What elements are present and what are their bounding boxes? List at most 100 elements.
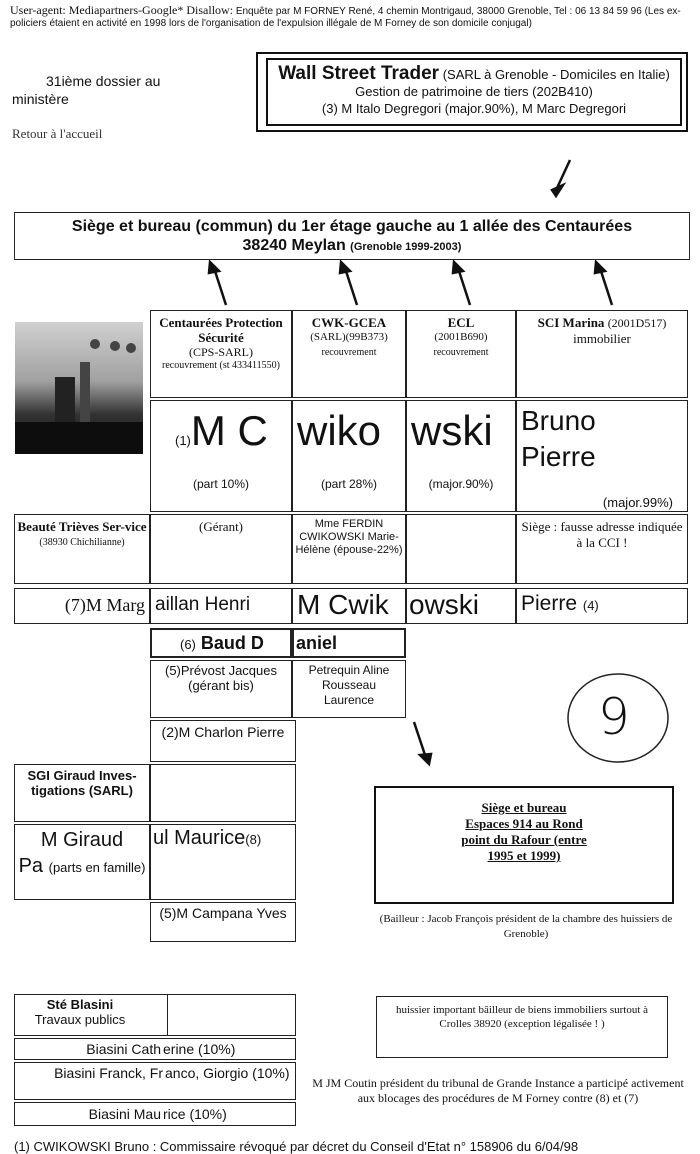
marg-text: Pierre (521, 592, 578, 615)
bailleur-text: (Bailleur : Jacob François président de … (379, 913, 673, 940)
wst-title: Wall Street Trader (278, 63, 440, 84)
espaces-text: Siège et bureau Espaces 914 au Rond poin… (461, 800, 587, 863)
arrow-head-icon (338, 259, 353, 275)
beaute-sub: (38930 Chichilianne) (39, 537, 125, 548)
ferdin-cell: Mme FERDIN CWIKOWSKI Marie-Hélène (épous… (292, 514, 406, 584)
sgi-empty-cell (150, 764, 296, 822)
big-cell-2: wiko (part 28%) (292, 400, 406, 512)
marg-text: (7)M Marg (64, 595, 145, 615)
big-name-part: wski (411, 407, 493, 454)
espaces-box: Siège et bureau Espaces 914 au Rond poin… (374, 786, 674, 904)
blasini-box: Sté Blasini Travaux publics (14, 994, 296, 1036)
company-name: CWK-GCEA (311, 315, 387, 330)
giraud-text: Pa (18, 855, 44, 877)
big-name-part: Bruno (521, 405, 596, 436)
giraud-text: ul Maurice (153, 827, 246, 849)
big-cell-4: Bruno Pierre (major.99%) (516, 400, 688, 512)
share-label: (part 10%) (192, 477, 250, 491)
marg-cell-1: (7)M Marg (14, 588, 150, 624)
company-sub: (2001B690) (434, 331, 488, 343)
blasini-row-2: Biasini Franck, Fr anco, Giorgio (10%) (14, 1062, 296, 1100)
campana-cell: (5)M Campana Yves (150, 902, 296, 942)
divider (167, 995, 168, 1035)
giraud-note: (parts en famille) (48, 860, 146, 875)
dossier-line-2: ministère (12, 91, 69, 107)
return-home-link[interactable]: Retour à l'accueil (12, 126, 103, 141)
company-desc: recouvrement (433, 347, 489, 358)
baud-text: aniel (296, 633, 338, 653)
baud-cell-1: (6) Baud D (150, 628, 292, 658)
arrow-head-icon (451, 259, 466, 275)
building-photo (15, 322, 143, 454)
arrow-up-3 (456, 267, 472, 306)
arrow-down-wst (555, 159, 572, 189)
company-sub: (SARL)(99B373) (310, 331, 388, 343)
note-ref: (8) (245, 832, 262, 847)
big-name-part: wiko (297, 407, 382, 454)
arrow-up-4 (598, 267, 614, 306)
company-cwk: CWK-GCEA (SARL)(99B373) recouvrement (292, 310, 406, 398)
baud-text: Baud D (200, 633, 264, 653)
company-sub: (CPS-SARL) (188, 345, 253, 359)
huissier-box: huissier important bâilleur de biens imm… (376, 996, 668, 1058)
arrow-up-2 (343, 267, 359, 306)
circle-number: 9 (598, 688, 630, 746)
marg-cell-4: owski (406, 588, 516, 624)
arrow-down-espaces (412, 721, 428, 759)
marg-cell-5: Pierre (4) (516, 588, 688, 624)
note-ref: (1) (175, 433, 191, 448)
charlon-cell: (2)M Charlon Pierre (150, 720, 296, 762)
company-sci-marina: SCI Marina (2001D517) immobilier (516, 310, 688, 398)
siege-line2: 38240 Meylan (242, 237, 346, 254)
blasini-text: erine (10%) (163, 1041, 236, 1057)
blasini-text: Biasini Franck, Fr (54, 1065, 163, 1081)
sgi-giraud-box: SGI Giraud Inves-tigations (SARL) (14, 764, 150, 822)
dossier-label: 31ième dossier au ministère (12, 72, 212, 108)
company-name: SCI Marina (537, 315, 605, 330)
company-ecl: ECL (2001B690) recouvrement (406, 310, 516, 398)
arrow-head-icon (550, 182, 567, 199)
wst-owners: (3) M Italo Degregori (major.90%), M Mar… (321, 101, 627, 116)
petrequin-cell: Petrequin Aline Rousseau Laurence (292, 660, 406, 718)
note-ref: (4) (582, 598, 599, 613)
hand-circle (567, 673, 669, 763)
blasini-row-1: Biasini Cath erine (10%) (14, 1038, 296, 1060)
share-label: (part 28%) (320, 477, 378, 491)
company-cps: Centaurées Protection Sécurité (CPS-SARL… (150, 310, 292, 398)
blasini-row-3: Biasini Mau rice (10%) (14, 1102, 296, 1126)
marg-text: M Cwik (297, 589, 389, 620)
company-desc: recouvrement (321, 347, 377, 358)
arrow-head-icon (417, 752, 433, 767)
marg-cell-2: aillan Henri (150, 588, 292, 624)
note-ref: (6) (180, 637, 196, 652)
big-name-part: Pierre (521, 441, 596, 472)
big-name-part: M C (190, 407, 268, 454)
giraud-text: M Giraud (40, 829, 124, 851)
blasini-text: Biasini Mau (88, 1106, 161, 1122)
prevost-cell: (5)Prévost Jacques (gérant bis) (150, 660, 292, 718)
blasini-text: rice (10%) (163, 1106, 227, 1122)
arrow-head-icon (593, 259, 608, 275)
dossier-line-1: 31ième dossier au (46, 73, 161, 89)
beaute-trieves-box: Beauté Trièves Ser-vice (38930 Chichilia… (14, 514, 150, 584)
empty-ecl-cell (406, 514, 516, 584)
siege-line2-small: (Grenoble 1999-2003) (350, 241, 462, 253)
company-name: Centaurées Protection Sécurité (159, 315, 283, 345)
big-cell-3: wski (major.90%) (406, 400, 516, 512)
company-name: ECL (447, 315, 475, 330)
blasini-text: Biasini Cath (86, 1041, 161, 1057)
siege-line1: Siège et bureau (commun) du 1er étage ga… (71, 218, 633, 235)
arrow-up-1 (212, 267, 228, 306)
arrow-head-icon (207, 259, 222, 275)
marg-text: aillan Henri (155, 594, 251, 615)
fausse-adresse-cell: Siège : fausse adresse indiquée à la CCI… (516, 514, 688, 584)
wst-inner: Wall Street Trader (SARL à Grenoble - Do… (266, 58, 682, 126)
beaute-name: Beauté Trièves Ser-vice (17, 519, 147, 534)
user-agent-text: Enquête par M FORNEY René, 4 chemin Mont… (10, 6, 681, 29)
giraud-cell-1: M Giraud Pa (parts en famille) (14, 824, 150, 900)
building-photo-icon (15, 339, 143, 454)
gerant-cell: (Gérant) (150, 514, 292, 584)
siege-commun-box: Siège et bureau (commun) du 1er étage ga… (14, 212, 690, 260)
user-agent-label: User-agent: Mediapartners-Google* Disall… (10, 3, 234, 17)
marg-text: owski (409, 589, 480, 620)
